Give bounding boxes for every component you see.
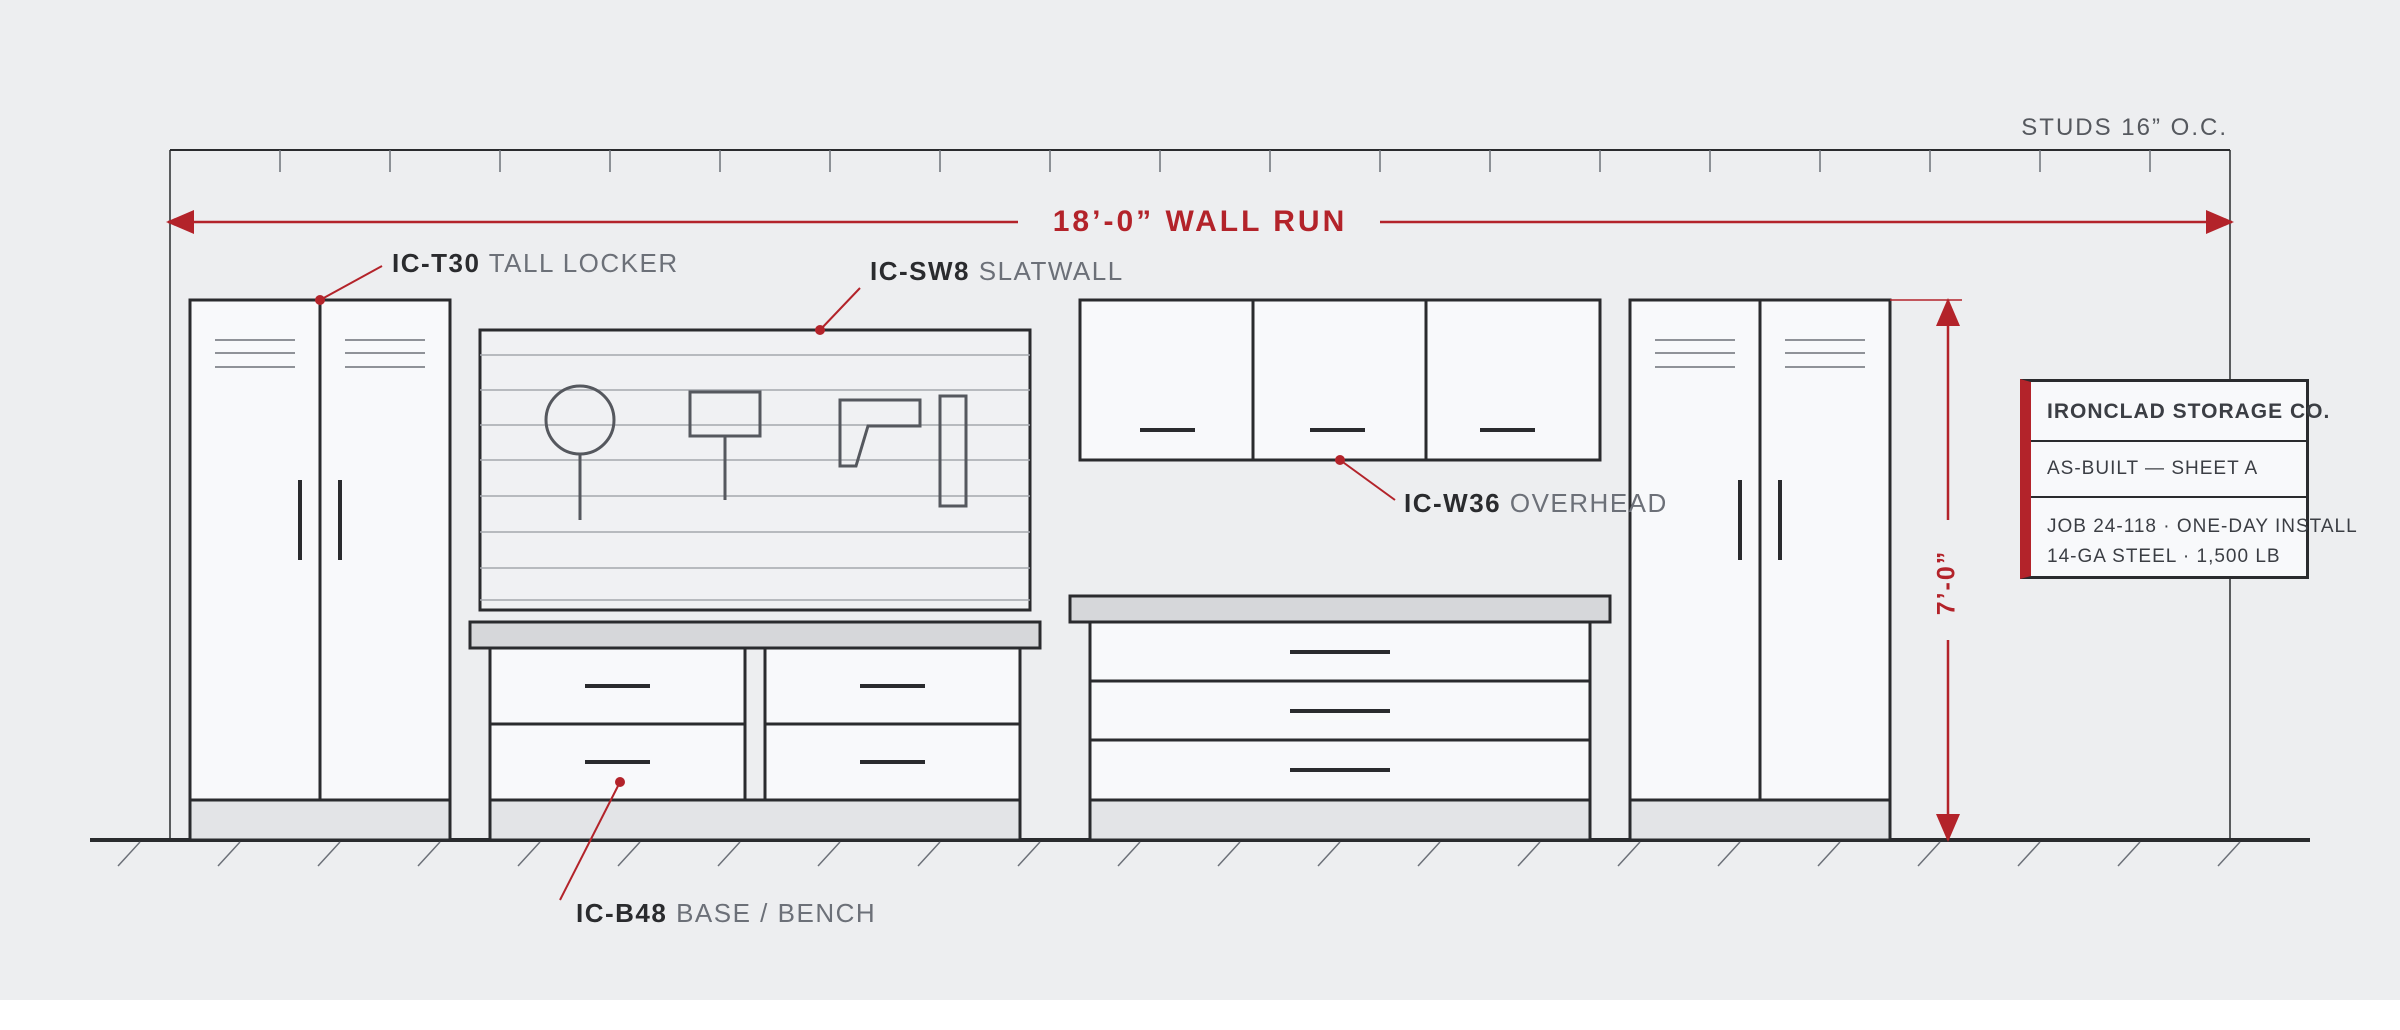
floor-hatch-mark <box>2017 841 2041 867</box>
floor-hatch-mark <box>1817 841 1841 867</box>
title-block-sheet: AS-BUILT — SHEET A <box>2047 458 2259 479</box>
tall-locker-left <box>188 298 452 842</box>
wall-run-label: 18’-0” WALL RUN <box>1052 205 1348 238</box>
floor-hatch-mark <box>1517 841 1541 867</box>
callout-overhead-code: IC-W36 <box>1404 488 1502 518</box>
floor-hatch-mark <box>2217 841 2241 867</box>
callout-overhead-desc: OVERHEAD <box>1509 488 1668 518</box>
floor-hatch-mark <box>1117 841 1141 867</box>
floor-hatch-mark <box>117 841 141 867</box>
workbench-base <box>468 620 1042 842</box>
drawer-cabinet-right <box>1068 594 1612 842</box>
floor-hatch-mark <box>917 841 941 867</box>
title-block-divider <box>2031 440 2306 442</box>
slatwall-panel <box>478 328 1032 612</box>
callout-tall-locker-desc: TALL LOCKER <box>488 248 679 278</box>
height-label: 7’-0” <box>1932 549 1961 616</box>
floor-hatch-mark <box>1317 841 1341 867</box>
studs-note: STUDS 16” O.C. <box>2021 114 2228 141</box>
hanging-drill-icon <box>838 398 922 468</box>
title-block-job: JOB 24-118 · ONE-DAY INSTALL <box>2047 516 2358 537</box>
overhead-cabinet <box>1078 298 1602 462</box>
title-block: IRONCLAD STORAGE CO. AS-BUILT — SHEET A … <box>2020 379 2358 579</box>
floor-hatch-mark <box>1617 841 1641 867</box>
height-dimension <box>1890 298 1962 842</box>
floor-hatch-mark <box>1017 841 1041 867</box>
callout-slatwall-desc: SLATWALL <box>978 256 1124 286</box>
callout-base-bench-code: IC-B48 <box>576 898 668 928</box>
floor-hatch-mark <box>1217 841 1241 867</box>
floor-hatch-mark <box>317 841 341 867</box>
floor-hatch-mark <box>1917 841 1941 867</box>
wall-elevation-drawing <box>90 149 2310 901</box>
callout-overhead: IC-W36 OVERHEAD <box>1404 488 1668 519</box>
wall-run-dimension <box>166 210 2234 234</box>
floor-hatch-mark <box>417 841 441 867</box>
floor-hatch-mark <box>2117 841 2141 867</box>
callout-leaders <box>319 265 1396 901</box>
callout-tall-locker: IC-T30 TALL LOCKER <box>392 248 679 279</box>
floor-hatch <box>117 841 2241 867</box>
floor-hatch-mark <box>1717 841 1741 867</box>
callout-slatwall: IC-SW8 SLATWALL <box>870 256 1124 287</box>
floor-hatch-mark <box>817 841 841 867</box>
callout-dots <box>315 295 1345 787</box>
callout-tall-locker-code: IC-T30 <box>392 248 481 278</box>
floor-hatch-mark <box>217 841 241 867</box>
floor-hatch-mark <box>617 841 641 867</box>
stud-ticks <box>279 150 2151 172</box>
title-block-divider <box>2031 496 2306 498</box>
callout-slatwall-code: IC-SW8 <box>870 256 970 286</box>
title-block-spec: 14-GA STEEL · 1,500 LB <box>2047 546 2281 567</box>
floor-hatch-mark <box>517 841 541 867</box>
callout-base-bench: IC-B48 BASE / BENCH <box>576 898 876 929</box>
hanging-level-icon <box>938 394 968 508</box>
floor-hatch-mark <box>1417 841 1441 867</box>
title-block-company: IRONCLAD STORAGE CO. <box>2047 400 2331 423</box>
callout-base-bench-desc: BASE / BENCH <box>676 898 877 928</box>
floor-hatch-mark <box>717 841 741 867</box>
tall-locker-right <box>1628 298 1892 842</box>
